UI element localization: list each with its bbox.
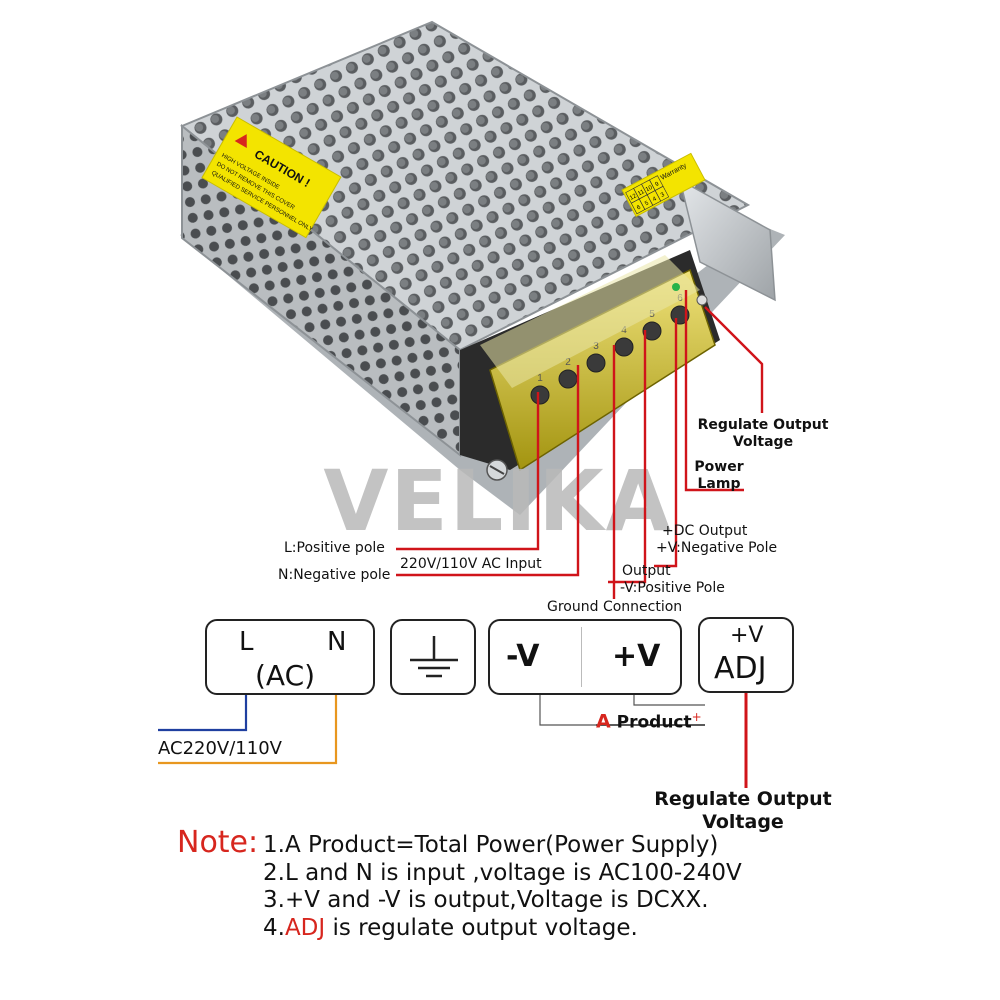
warranty-cell — [654, 185, 670, 202]
label-ground-connection: Ground Connection — [547, 599, 683, 615]
right-flap — [678, 178, 776, 302]
dc-output-box: -V +V — [488, 619, 682, 695]
note-line-1: 1.A Product=Total Power(Power Supply) — [263, 832, 719, 858]
warranty-month: 3 — [660, 192, 666, 199]
label-ac-input: 220V/110V AC Input — [400, 556, 542, 572]
ground-box — [390, 619, 476, 695]
note-adj: ADJ — [284, 915, 326, 941]
ac-label: (AC) — [255, 659, 316, 692]
ac-n-label: N — [327, 627, 347, 657]
leader-n-negative — [396, 365, 580, 577]
terminal-number: 4 — [621, 325, 627, 336]
leader-l-positive — [396, 392, 540, 551]
ground-icon — [410, 636, 458, 678]
caution-sticker — [201, 116, 342, 239]
warning-triangle-icon — [234, 134, 247, 149]
label-dc-output: +DC Output — [662, 523, 748, 539]
a-product-text: Product — [616, 712, 692, 733]
watermark-text: VELIKA — [323, 452, 672, 550]
leader-neg-v — [608, 330, 647, 584]
output-divider — [581, 627, 582, 687]
warranty-month: 12 — [629, 193, 638, 202]
note-line-2: 2.L and N is input ,voltage is AC100-240… — [263, 860, 742, 886]
note-line-4-rest: is regulate output voltage. — [325, 915, 638, 941]
adj-label: ADJ — [714, 651, 767, 686]
label-v-negative-pole: +V:Negative Pole — [656, 540, 778, 556]
warranty-month: 9 — [654, 181, 660, 188]
a-product-label: A Product+ — [596, 707, 702, 733]
note-heading: Note: — [177, 825, 259, 860]
warranty-month: 4 — [652, 196, 658, 203]
note-line-4-prefix: 4. — [263, 915, 285, 941]
warranty-sticker — [621, 152, 706, 218]
terminal-screw: 1 — [530, 373, 550, 405]
a-product-sup: + — [691, 710, 702, 724]
adj-box: +V ADJ — [698, 617, 794, 693]
warranty-month: 10 — [645, 185, 654, 194]
terminal-screw: 2 — [558, 357, 578, 389]
label-n-negative-pole: N:Negative pole — [278, 567, 391, 583]
label-output: Output — [622, 563, 671, 579]
adjust-potentiometer — [696, 294, 708, 306]
leader-power-lamp — [684, 290, 744, 492]
ac-input-box: L N (AC) — [205, 619, 375, 695]
terminal-number: 1 — [537, 373, 543, 384]
note-line-3: 3.+V and -V is output,Voltage is DCXX. — [263, 887, 709, 913]
warranty-month: 5 — [644, 200, 650, 207]
note-line-4: 4.ADJ is regulate output voltage. — [263, 915, 638, 942]
leader-lines — [396, 290, 764, 599]
power-lamp-led — [672, 283, 680, 291]
warranty-month: 11 — [637, 189, 646, 198]
ac-l-label: L — [239, 627, 254, 657]
terminal-cover — [480, 255, 700, 388]
terminal-number: 3 — [593, 341, 599, 352]
adj-plus-v: +V — [730, 623, 764, 648]
terminal-number: 2 — [565, 357, 571, 368]
leader-pos-v — [654, 318, 678, 568]
ac-supply-label: AC220V/110V — [158, 738, 282, 759]
label-v-positive-pole: -V:Positive Pole — [620, 580, 725, 596]
output-pos-v: +V — [612, 639, 661, 674]
output-neg-v: -V — [506, 639, 540, 674]
label-l-positive-pole: L:Positive pole — [284, 540, 385, 556]
leader-regulate-top — [704, 306, 764, 413]
a-product-prefix: A — [596, 710, 611, 733]
terminal-screw: 3 — [586, 341, 606, 373]
warranty-month: 6 — [636, 204, 642, 211]
